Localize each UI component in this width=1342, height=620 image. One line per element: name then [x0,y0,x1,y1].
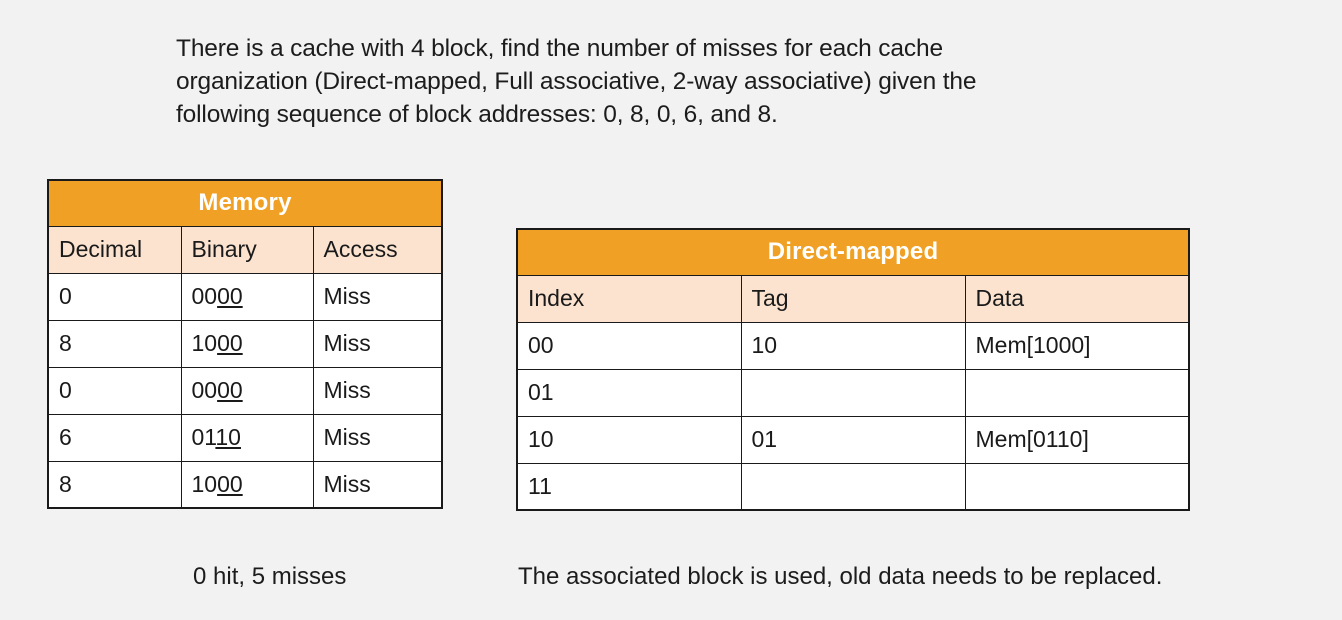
memory-access-cell: Miss [312,319,443,368]
memory-table: Memory Decimal Binary Access 0 0000 Miss… [47,179,444,509]
table-row: 8 1000 Miss [47,319,443,368]
memory-column-header-binary: Binary [180,225,314,274]
memory-table-caption: 0 hit, 5 misses [193,563,347,590]
memory-binary-index-bits: 10 [215,424,241,450]
direct-mapped-header-row: Index Tag Data [516,274,1190,323]
table-row: 00 10 Mem[1000] [516,321,1190,370]
direct-mapped-tag-cell: 01 [740,415,966,464]
direct-mapped-index-cell: 11 [516,462,742,511]
memory-binary-index-bits: 00 [217,377,243,403]
memory-binary-cell: 0000 [180,272,314,321]
memory-binary-cell: 0000 [180,366,314,415]
memory-binary-cell: 1000 [180,319,314,368]
memory-access-cell: Miss [312,366,443,415]
memory-binary-index-bits: 00 [217,330,243,356]
direct-mapped-data-cell: Mem[1000] [964,321,1190,370]
memory-binary-cell: 0110 [180,413,314,462]
direct-mapped-column-header-tag: Tag [740,274,966,323]
memory-binary-index-bits: 00 [217,283,243,309]
direct-mapped-data-cell [964,462,1190,511]
memory-binary-tag-bits: 01 [191,424,216,450]
memory-binary-tag-bits: 00 [191,283,218,309]
direct-mapped-index-cell: 10 [516,415,742,464]
direct-mapped-column-header-index: Index [516,274,742,323]
table-row: 0 0000 Miss [47,272,443,321]
direct-mapped-tag-cell [740,462,966,511]
memory-binary-tag-bits: 10 [191,470,218,497]
direct-mapped-column-header-data: Data [964,274,1190,323]
direct-mapped-data-cell: Mem[0110] [964,415,1190,464]
direct-mapped-index-cell: 01 [516,368,742,417]
memory-access-cell: Miss [312,460,443,509]
memory-decimal-cell: 0 [47,272,182,321]
memory-decimal-cell: 8 [47,460,182,509]
memory-decimal-cell: 8 [47,319,182,368]
table-row: 0 0000 Miss [47,366,443,415]
memory-binary-index-bits: 00 [217,470,243,497]
memory-decimal-cell: 0 [47,366,182,415]
direct-mapped-index-cell: 00 [516,321,742,370]
memory-table-title: Memory [47,179,443,227]
direct-mapped-table-caption: The associated block is used, old data n… [518,563,1163,590]
direct-mapped-title-row: Direct-mapped [516,228,1190,276]
direct-mapped-title: Direct-mapped [516,228,1190,276]
direct-mapped-tag-cell [740,368,966,417]
memory-column-header-decimal: Decimal [47,225,182,274]
memory-binary-tag-bits: 00 [191,377,218,403]
direct-mapped-data-cell [964,368,1190,417]
direct-mapped-table: Direct-mapped Index Tag Data 00 10 Mem[1… [516,228,1191,511]
memory-column-header-access: Access [312,225,443,274]
table-row: 6 0110 Miss [47,413,443,462]
memory-binary-tag-bits: 10 [191,330,218,356]
memory-access-cell: Miss [312,413,443,462]
memory-access-cell: Miss [312,272,443,321]
question-text: There is a cache with 4 block, find the … [176,35,984,128]
table-row: 01 [516,368,1190,417]
table-row: 8 1000 Miss [47,460,443,509]
direct-mapped-tag-cell: 10 [740,321,966,370]
memory-table-title-row: Memory [47,179,443,227]
memory-table-header-row: Decimal Binary Access [47,225,443,274]
table-row: 10 01 Mem[0110] [516,415,1190,464]
table-row: 11 [516,462,1190,511]
memory-decimal-cell: 6 [47,413,182,462]
memory-binary-cell: 1000 [180,460,314,509]
